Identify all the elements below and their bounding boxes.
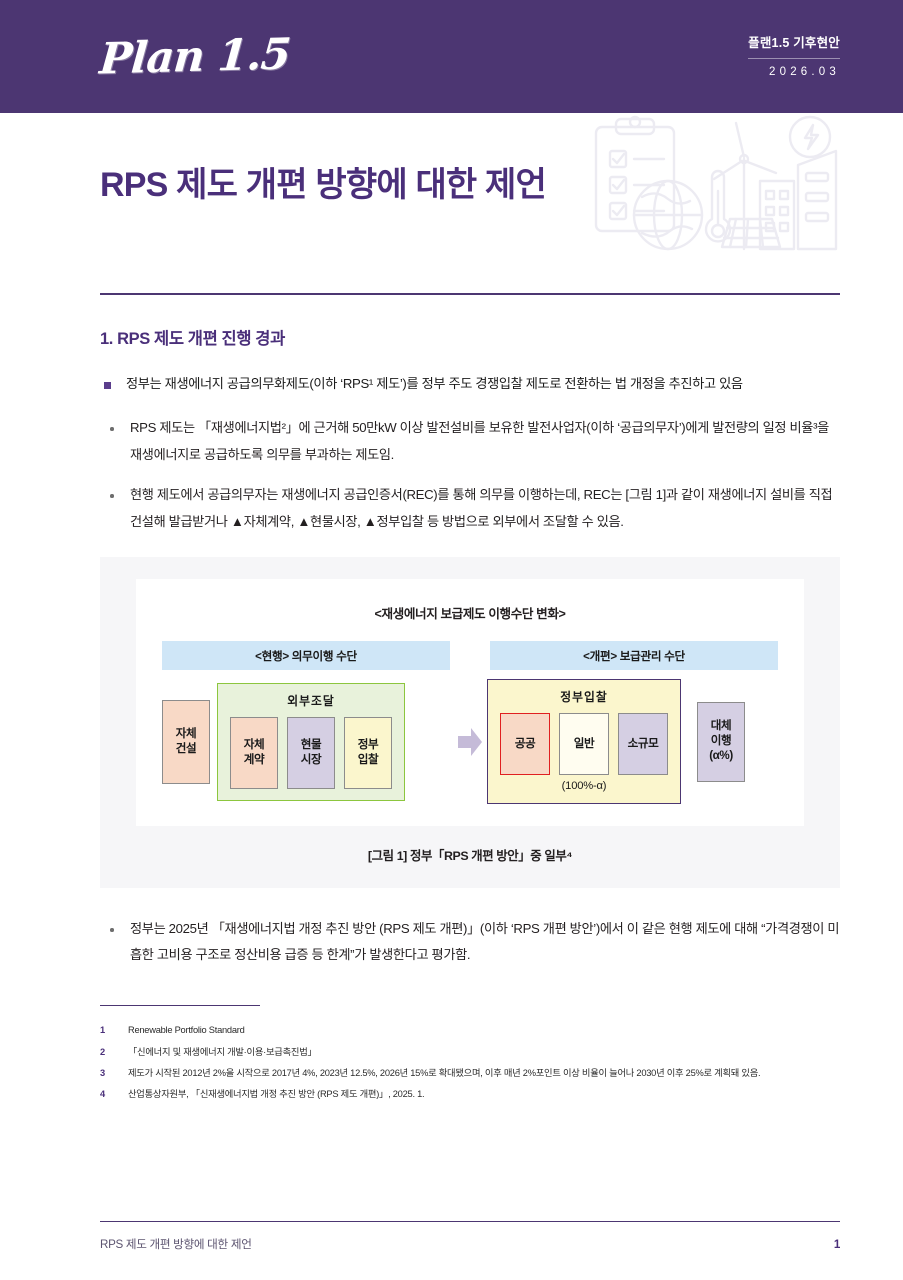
footnotes-section: 1 Renewable Portfolio Standard 2 「신에너지 및… <box>100 1004 840 1102</box>
header-divider <box>748 57 840 59</box>
box-line-1: 현물 <box>300 737 322 751</box>
box-government-bid-current: 정부 입찰 <box>344 716 392 789</box>
box-line-1: 자체 <box>243 737 265 751</box>
footnote-item: 1 Renewable Portfolio Standard <box>100 1022 840 1038</box>
bullet-item: RPS 제도는 「재생에너지법²」에 근거해 50만kW 이상 발전설비를 보유… <box>100 415 840 468</box>
box-line-2: 계약 <box>243 752 265 766</box>
transition-arrow <box>453 679 487 804</box>
figure-current-column: 자체 건설 외부조달 자체 계약 현물 <box>162 679 453 804</box>
group-note: (100%-α) <box>561 780 607 793</box>
footer-divider <box>100 1220 840 1222</box>
footnote-text: 「신에너지 및 재생에너지 개발·이용·보급촉진법」 <box>128 1046 317 1057</box>
bullet-list-upper: 정부는 재생에너지 공급의무화제도(이하 ‘RPS¹ 제도’)를 정부 주도 경… <box>100 371 840 535</box>
group-government-bid: 정부입찰 공공 일반 소규모 <box>487 679 681 805</box>
bullet-list-lower: 정부는 2025년 「재생에너지법 개정 추진 방안 (RPS 제도 개편)」(… <box>100 916 840 969</box>
title-block: RPS 제도 개편 방향에 대한 제언 <box>100 113 840 295</box>
group-external-procurement: 외부조달 자체 계약 현물 시장 <box>217 682 405 801</box>
box-line-1: 대체 <box>710 719 732 733</box>
figure-caption: [그림 1] 정부「RPS 개편 방안」중 일부⁴ <box>367 849 573 864</box>
box-line-1: 소규모 <box>627 736 659 750</box>
footnote-number: 1 <box>100 1025 105 1036</box>
page-header: Plan 1.5 플랜1.5 기후현안 2026.03 <box>0 0 903 113</box>
footnote-number: 4 <box>100 1089 105 1100</box>
group-items: 자체 계약 현물 시장 정부 입찰 <box>230 716 392 789</box>
main-content: 1. RPS 제도 개편 진행 경과 정부는 재생에너지 공급의무화제도(이하 … <box>100 295 840 1102</box>
group-items: 공공 일반 소규모 <box>500 713 668 776</box>
box-small-scale: 소규모 <box>618 713 668 776</box>
header-brand-label: 플랜1.5 기후현안 <box>748 35 840 50</box>
box-alternative-compliance: 대체 이행 (α%) <box>697 701 745 782</box>
box-line-2: 입찰 <box>357 752 379 766</box>
page-title: RPS 제도 개편 방향에 대한 제언 <box>100 166 547 204</box>
figure-title: <재생에너지 보급제도 이행수단 변화> <box>374 607 566 622</box>
section-heading: 1. RPS 제도 개편 진행 경과 <box>100 330 285 348</box>
box-line-3: (α%) <box>709 748 733 762</box>
right-arrow-icon <box>458 727 482 756</box>
bullet-lead: 정부는 재생에너지 공급의무화제도(이하 ‘RPS¹ 제도’)를 정부 주도 경… <box>100 371 840 397</box>
plan15-logo: Plan 1.5 <box>97 29 292 84</box>
group-title: 외부조달 <box>287 693 335 708</box>
footnote-item: 4 산업통상자원부, 「신재생에너지법 개정 추진 방안 (RPS 제도 개편)… <box>100 1086 840 1102</box>
title-divider <box>100 293 840 295</box>
box-self-construction: 자체 건설 <box>162 699 210 784</box>
figure-header-current: <현행> 의무이행 수단 <box>162 641 450 671</box>
box-self-contract: 자체 계약 <box>230 716 278 789</box>
figure-diagram: 자체 건설 외부조달 자체 계약 현물 <box>162 679 778 805</box>
footer-row: RPS 제도 개편 방향에 대한 제언 1 <box>100 1236 840 1252</box>
box-line-2: 이행 <box>710 734 732 748</box>
footnote-item: 3 제도가 시작된 2012년 2%을 시작으로 2017년 4%, 2023년… <box>100 1065 840 1081</box>
header-date-label: 2026.03 <box>769 65 840 78</box>
figure-1-panel: <재생에너지 보급제도 이행수단 변화> <현행> 의무이행 수단 <개편> 보… <box>136 579 804 827</box>
box-general: 일반 <box>559 713 609 776</box>
footnote-number: 3 <box>100 1067 105 1078</box>
footnote-item: 2 「신에너지 및 재생에너지 개발·이용·보급촉진법」 <box>100 1044 840 1060</box>
box-public: 공공 <box>500 713 550 776</box>
footnote-number: 2 <box>100 1046 105 1057</box>
box-line-2: 시장 <box>300 752 322 766</box>
footnotes-divider <box>100 1004 260 1007</box>
footnote-text: Renewable Portfolio Standard <box>128 1025 245 1036</box>
figure-column-headers: <현행> 의무이행 수단 <개편> 보급관리 수단 <box>162 641 778 671</box>
box-line-1: 정부 <box>357 737 379 751</box>
figure-header-reformed: <개편> 보급관리 수단 <box>490 641 778 671</box>
footer-title: RPS 제도 개편 방향에 대한 제언 <box>100 1238 252 1251</box>
box-line-1: 일반 <box>573 736 595 750</box>
bullet-item: 정부는 2025년 「재생에너지법 개정 추진 방안 (RPS 제도 개편)」(… <box>100 916 840 969</box>
box-line-2: 건설 <box>175 741 197 755</box>
box-line-1: 공공 <box>514 736 536 750</box>
footnote-text: 산업통상자원부, 「신재생에너지법 개정 추진 방안 (RPS 제도 개편)」,… <box>128 1089 425 1100</box>
footnote-text: 제도가 시작된 2012년 2%을 시작으로 2017년 4%, 2023년 1… <box>128 1067 761 1078</box>
group-title: 정부입찰 <box>560 690 608 705</box>
page-footer: RPS 제도 개편 방향에 대한 제언 1 <box>100 1220 840 1252</box>
bullet-item: 현행 제도에서 공급의무자는 재생에너지 공급인증서(REC)를 통해 의무를 … <box>100 482 840 535</box>
box-line-1: 자체 <box>175 726 197 740</box>
footer-page-number: 1 <box>833 1238 840 1251</box>
box-spot-market: 현물 시장 <box>287 716 335 789</box>
figure-reformed-column: 정부입찰 공공 일반 소규모 <box>487 679 778 805</box>
figure-1-container: <재생에너지 보급제도 이행수단 변화> <현행> 의무이행 수단 <개편> 보… <box>100 557 840 889</box>
header-meta: 플랜1.5 기후현안 2026.03 <box>748 32 840 82</box>
